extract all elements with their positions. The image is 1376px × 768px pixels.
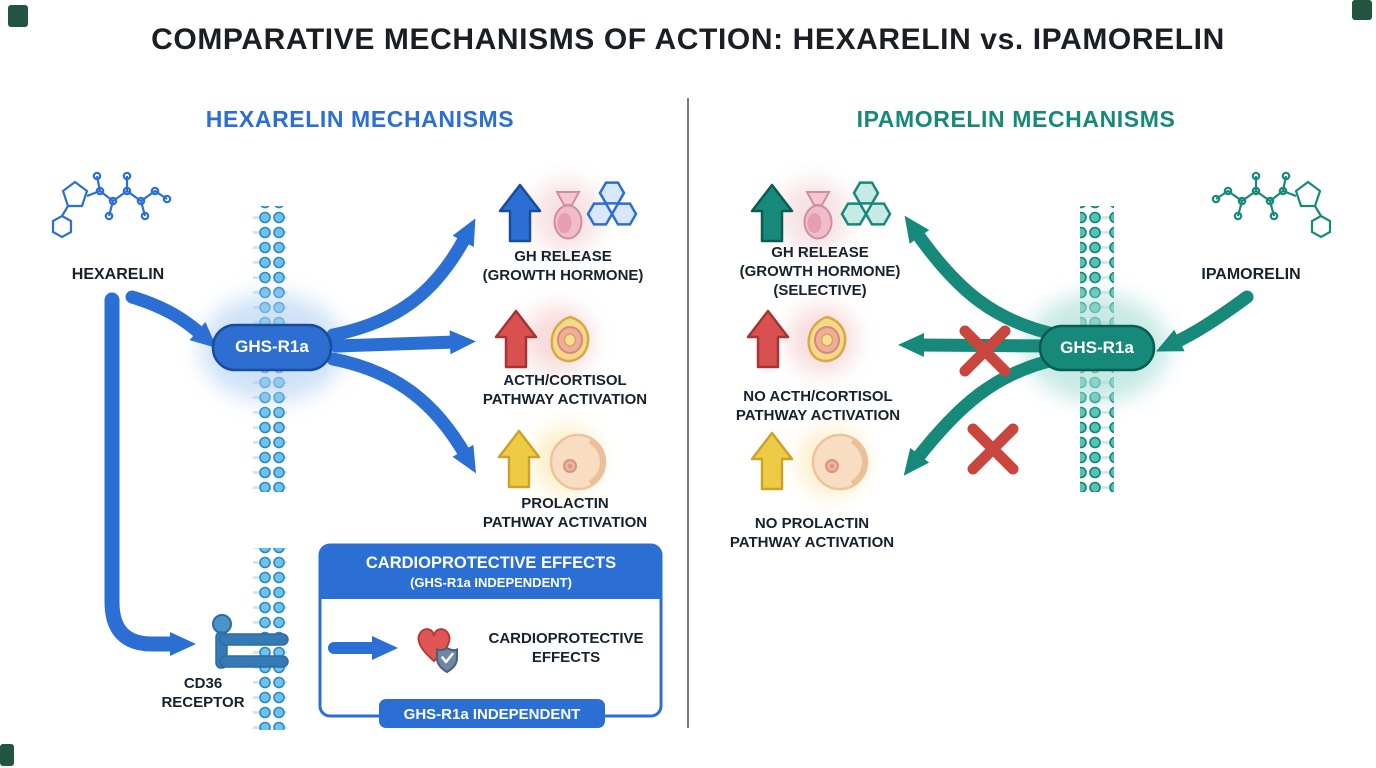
cd36-receptor-icon (212, 614, 289, 669)
no-acth-label-right: NO ACTH/CORTISOL PATHWAY ACTIVATION (736, 387, 900, 425)
cardio-box-header: CARDIOPROTECTIVE EFFECTS (365, 554, 617, 572)
cardioprotective-box (318, 543, 663, 728)
label-line: PATHWAY ACTIVATION (735, 407, 901, 424)
cardio-footer-label: GHS-R1a INDEPENDENT (403, 706, 581, 723)
prolactin-up-arrow-icon-right (750, 431, 794, 491)
acth-label-left: ACTH/CORTISOL PATHWAY ACTIVATION (483, 371, 647, 409)
ghs-r1a-label-left: GHS-R1a (235, 337, 309, 356)
label-line: PATHWAY ACTIVATION (729, 534, 895, 551)
ipamorelin-label: IPAMORELIN (1201, 266, 1301, 283)
cardio-footer-band (379, 699, 605, 728)
no-prolactin-label-right: NO PROLACTIN PATHWAY ACTIVATION (730, 514, 894, 552)
label-line: NO PROLACTIN (754, 515, 870, 532)
acth-up-arrow-icon-right (746, 309, 790, 369)
label-line: PATHWAY ACTIVATION (482, 391, 648, 408)
right-column-header: IPAMORELIN MECHANISMS (856, 106, 1176, 132)
corner-decoration (0, 744, 14, 766)
label-line: (GROWTH HORMONE) (739, 263, 901, 280)
blocked-x-icon-prolactin (973, 429, 1013, 469)
label-line: GH RELEASE (771, 244, 869, 261)
left-column-header: HEXARELIN MECHANISMS (205, 106, 515, 132)
ghs-r1a-receptor-left (211, 323, 333, 372)
breast-icon-left (551, 435, 605, 489)
ghs-r1a-label-right: GHS-R1a (1060, 338, 1134, 357)
ipamorelin-molecule-icon (1211, 171, 1332, 239)
label-line: PROLACTIN (521, 495, 609, 512)
cardio-effects-label: CARDIOPROTECTIVE EFFECTS (488, 629, 643, 667)
gh-molecules-icon-left (586, 181, 638, 226)
ghs-r1a-receptor-right (1038, 324, 1156, 372)
hexarelin-pathway-arrows (104, 218, 476, 656)
label-line: (GROWTH HORMONE) (482, 267, 644, 284)
hexarelin-label: HEXARELIN (71, 266, 165, 283)
prolactin-label-left: PROLACTIN PATHWAY ACTIVATION (483, 494, 647, 532)
cd36-receptor-label: CD36 RECEPTOR (161, 674, 244, 712)
label-line: PATHWAY ACTIVATION (482, 514, 648, 531)
label-line: RECEPTOR (161, 694, 245, 711)
label-line: NO ACTH/CORTISOL (743, 388, 893, 405)
page-title: COMPARATIVE MECHANISMS OF ACTION: HEXARE… (151, 23, 1225, 56)
label-line: GH RELEASE (514, 248, 612, 265)
label-line: ACTH/CORTISOL (503, 372, 627, 389)
corner-decoration (1352, 0, 1372, 20)
breast-icon-right (813, 435, 867, 489)
label-line: CD36 (183, 675, 223, 692)
gh-release-label-left: GH RELEASE (GROWTH HORMONE) (483, 247, 644, 285)
label-line: EFFECTS (531, 649, 601, 666)
gh-release-label-right: GH RELEASE (GROWTH HORMONE) (SELECTIVE) (740, 243, 901, 300)
label-line: CARDIOPROTECTIVE (488, 630, 644, 647)
hexarelin-molecule-icon (51, 171, 172, 239)
gh-molecules-icon-right (840, 181, 892, 226)
label-line: (SELECTIVE) (773, 282, 867, 299)
cardio-box-subheader: (GHS-R1a INDEPENDENT) (410, 575, 572, 590)
corner-decoration (8, 5, 28, 27)
